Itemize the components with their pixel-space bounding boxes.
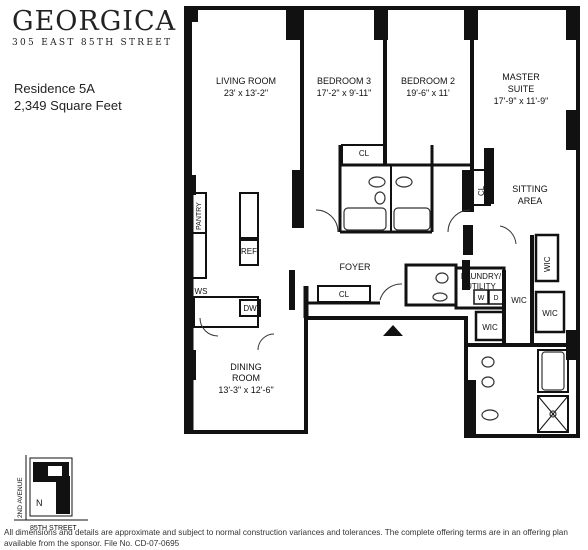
residence-area: 2,349 Square Feet [14, 98, 122, 113]
dining-room-dims: 13'-3" x 12'-6" [218, 385, 273, 395]
dining-room-name1: DINING [230, 362, 262, 372]
laundry-name2: UTILITY [466, 282, 496, 291]
master-suite-name2: SUITE [508, 84, 535, 94]
bedroom2-name: BEDROOM 2 [401, 76, 455, 86]
closet-label-foyer: CL [339, 290, 350, 299]
living-room-dims: 23' x 13'-2" [224, 88, 268, 98]
residence-info: Residence 5A 2,349 Square Feet [14, 80, 122, 114]
ws-label: WS [195, 287, 208, 296]
living-room-name: LIVING ROOM [216, 76, 276, 86]
sitting-area-name2: AREA [518, 196, 543, 206]
disclaimer-text: All dimensions and details are approxima… [4, 528, 568, 548]
dining-room-name2: ROOM [232, 373, 260, 383]
dryer-label: D [493, 295, 498, 302]
bedroom2-dims: 19'-6" x 11' [406, 88, 450, 98]
washer-label: W [478, 295, 485, 302]
wic-label-vertical: WIC [543, 256, 552, 272]
residence-unit: Residence 5A [14, 81, 95, 96]
master-suite-name1: MASTER [502, 72, 540, 82]
entry-arrow-icon [383, 325, 403, 336]
street-label: 85TH STREET [30, 525, 77, 532]
bedroom3-name: BEDROOM 3 [317, 76, 371, 86]
wic-label-1: WIC [511, 296, 527, 305]
closet-label-master: CL [477, 185, 486, 196]
brand-logo: GEORGICA [12, 6, 177, 37]
wic-label-2: WIC [482, 323, 498, 332]
foyer-name: FOYER [339, 262, 371, 272]
wic-label-3: WIC [542, 309, 558, 318]
pantry-label: PANTRY [196, 202, 203, 230]
bedroom3-dims: 17'-2" x 9'-11" [317, 88, 372, 98]
master-suite-dims: 17'-9" x 11'-9" [494, 96, 549, 106]
ref-label: REF [241, 247, 257, 256]
key-plan: N 2ND AVENUE 85TH STREET [14, 455, 88, 532]
sitting-area-name1: SITTING [512, 184, 548, 194]
north-label: N [36, 498, 43, 508]
dw-label: DW [243, 304, 257, 313]
building-address: 305 EAST 85TH STREET [12, 38, 173, 48]
closet-label-bedroom: CL [359, 149, 370, 158]
laundry-name1: LAUNDRY/ [461, 272, 502, 281]
avenue-label: 2ND AVENUE [17, 477, 24, 518]
